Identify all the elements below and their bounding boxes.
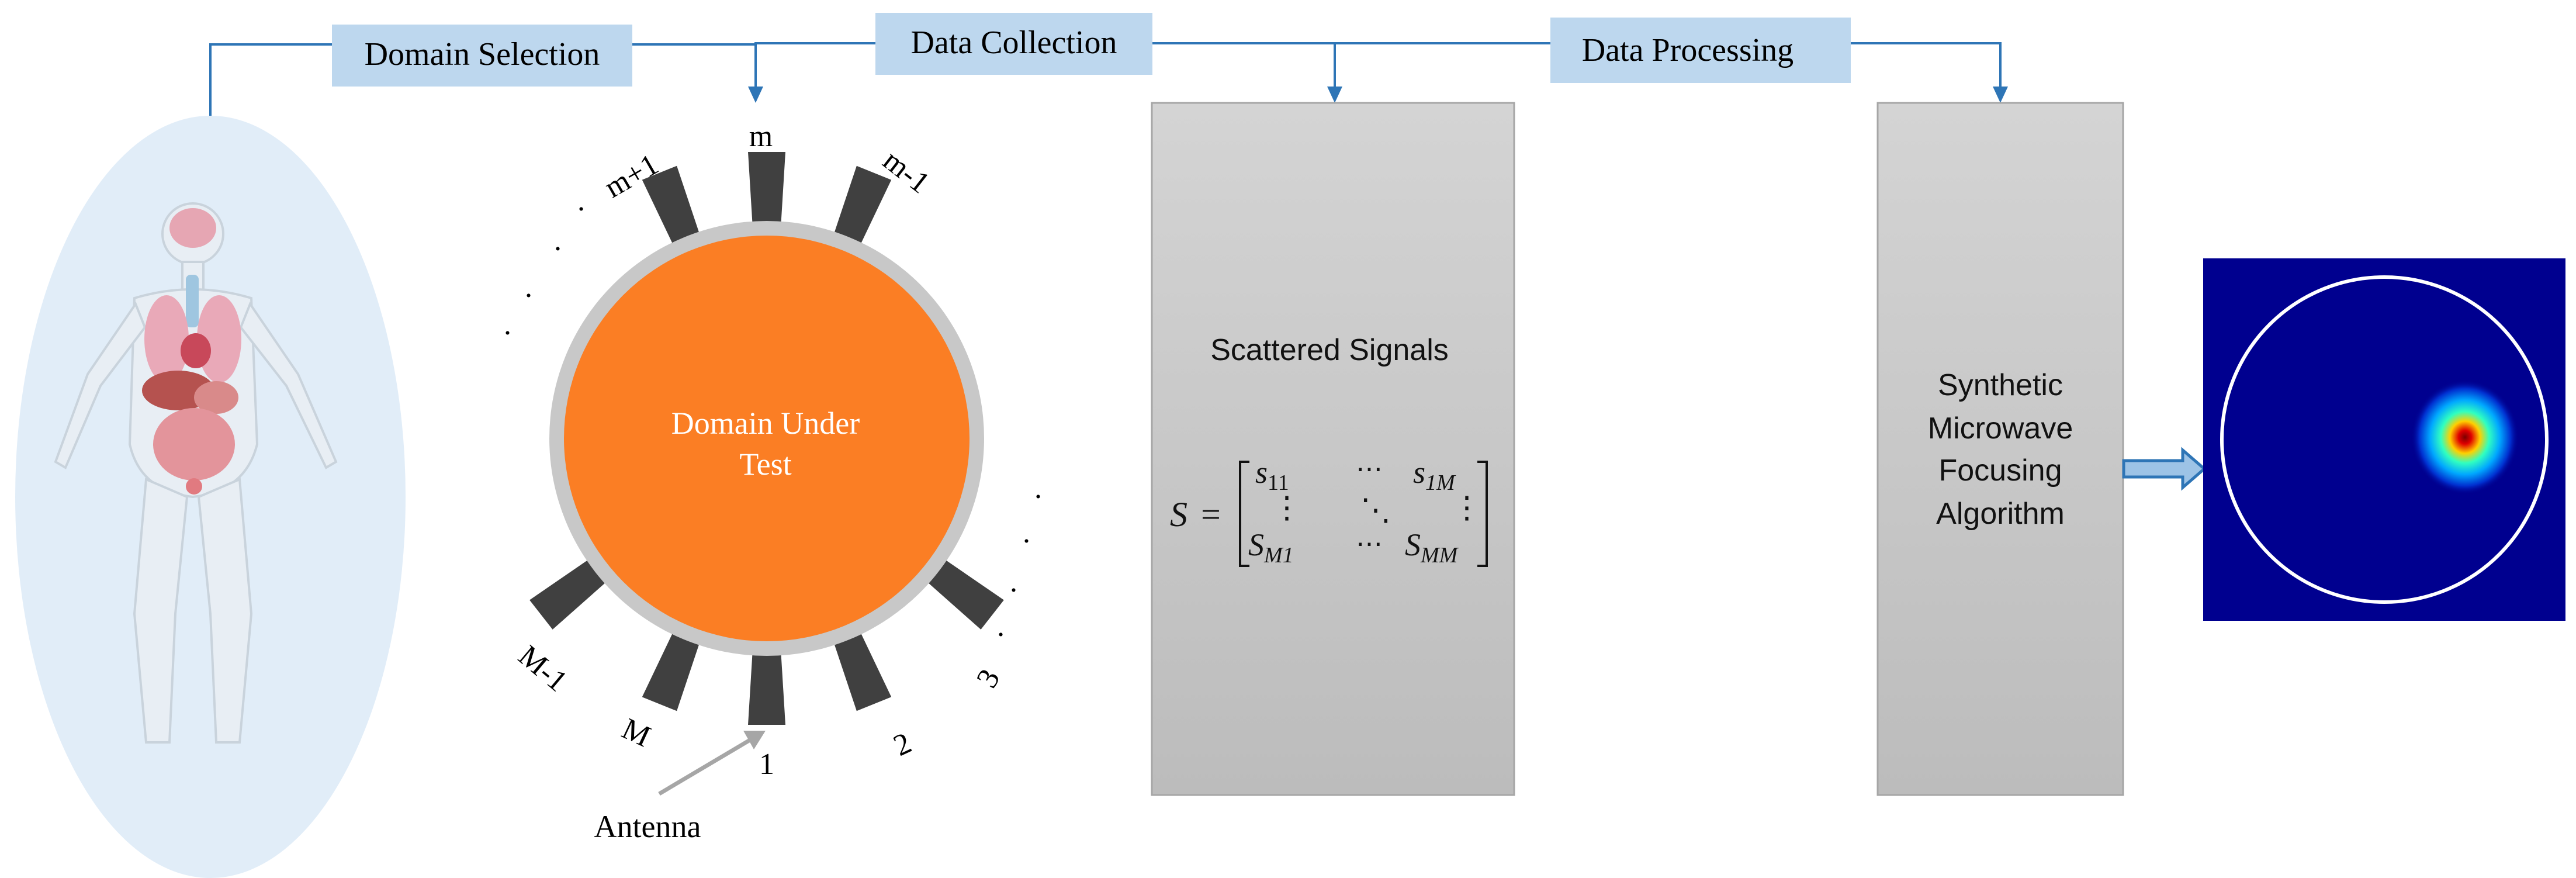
matrix-entry-s11: s11 (1255, 455, 1289, 495)
antenna-caption: Antenna (594, 809, 701, 844)
stage-label: Domain Selection (365, 36, 600, 72)
antenna-M (642, 628, 701, 711)
arrowhead-algorithm (1993, 87, 2008, 103)
antenna-pointer-arrowhead (743, 731, 766, 749)
connector-body-to-domain-selection (209, 43, 333, 116)
matrix-ddots: ⋱ (1360, 494, 1391, 527)
connector-data-collection-to-signals (1151, 42, 1336, 94)
connector-data-processing-to-algorithm (1850, 42, 2002, 94)
ellipsis-dot-upper-1: . (577, 184, 585, 217)
antenna-pointer-line (658, 735, 755, 796)
connector-to-data-collection (754, 42, 877, 44)
scattered-signals-panel: Scattered Signals S = s11 ⋯ s1M ⋮ ⋱ ⋮ SM… (1151, 102, 1515, 796)
left-leg-shape (133, 478, 189, 744)
flow-connectors (209, 42, 2002, 116)
antenna-M-minus-1 (529, 556, 610, 630)
arrowhead-signals (1327, 87, 1342, 103)
focusing-algorithm-panel: Synthetic Microwave Focusing Algorithm (1876, 102, 2124, 796)
stomach-shape (194, 381, 238, 414)
ellipsis-dot-lower-2: . (1023, 516, 1030, 549)
ellipsis-dot-upper-3: . (525, 271, 532, 304)
matrix-lhs: S (1170, 495, 1187, 534)
stage-box (875, 13, 1152, 75)
connector-domain-selection-to-antennas (631, 43, 757, 88)
domain-under-test: Domain Under Test (549, 221, 984, 656)
signals-panel-title: Scattered Signals (1210, 333, 1449, 367)
antenna-2 (832, 628, 892, 711)
matrix-equals: = (1201, 495, 1221, 534)
antenna-label-2: 2 (889, 726, 917, 763)
algorithm-panel-box (1876, 102, 2124, 796)
arrowhead-antennas (748, 87, 763, 103)
antenna-m-minus-1 (832, 165, 892, 249)
signals-panel-box (1151, 102, 1515, 796)
human-body-illustration (15, 116, 406, 878)
ellipsis-dot-lower-1: . (1034, 472, 1042, 505)
ellipsis-dot-lower-3: . (1010, 565, 1017, 599)
ellipsis-dot-upper-4: . (504, 308, 511, 341)
matrix-vdots-right: ⋮ (1452, 492, 1482, 525)
antenna-3 (923, 556, 1004, 630)
connector-arrowheads (748, 87, 2008, 103)
matrix-entry-s1M: s1M (1413, 455, 1456, 495)
matrix-entry-SMM: SMM (1405, 527, 1459, 568)
algorithm-line3: Focusing (1939, 454, 2062, 488)
matrix-right-bracket (1477, 461, 1488, 567)
matrix-entry-SM1: SM1 (1248, 527, 1294, 568)
left-lung-shape (144, 295, 189, 383)
domain-label-line2: Test (739, 447, 791, 482)
antenna-label-M-minus-1: M-1 (512, 639, 573, 698)
stage-box (1550, 18, 1851, 83)
heart-shape (181, 333, 211, 368)
stage-label: Data Collection (910, 25, 1117, 61)
antenna-label-3: 3 (970, 663, 1006, 693)
image-domain-boundary (2220, 275, 2549, 604)
algorithm-line4: Algorithm (1936, 497, 2065, 531)
matrix-hdots-bottom: ⋯ (1356, 529, 1383, 559)
ellipsis-dot-lower-4: . (997, 610, 1005, 643)
output-arrow (2122, 447, 2207, 491)
matrix-vdots-left: ⋮ (1272, 492, 1302, 525)
right-arm-shape (239, 301, 338, 469)
trachea-shape (186, 275, 199, 327)
intestines-shape (153, 408, 235, 481)
antenna-m (748, 152, 785, 228)
antenna-pointer: Antenna (594, 731, 766, 844)
stage-data-processing: Data Processing (1550, 18, 1851, 83)
domain-core (564, 236, 970, 641)
stage-data-collection: Data Collection (875, 13, 1152, 75)
stage-domain-selection: Domain Selection (332, 25, 632, 87)
scattering-matrix: S = s11 ⋯ s1M ⋮ ⋱ ⋮ SM1 ⋯ SMM (1170, 454, 1488, 568)
matrix-hdots-top: ⋯ (1356, 454, 1383, 484)
left-arm-shape (54, 301, 147, 469)
matrix-left-bracket (1239, 461, 1249, 567)
bladder-shape (186, 478, 202, 495)
antenna-label-1: 1 (759, 748, 774, 781)
algorithm-line2: Microwave (1928, 412, 2073, 445)
antenna-1 (748, 649, 785, 725)
organs (142, 208, 241, 495)
ellipsis-dot-upper-2: . (554, 224, 562, 257)
stage-box (332, 25, 632, 87)
image-hotspot (2411, 380, 2519, 495)
stage-label: Data Processing (1582, 32, 1793, 68)
antenna-ellipsis-dots: . . . . . . . . (504, 184, 1042, 643)
antenna-label-M: M (617, 712, 656, 753)
algorithm-line1: Synthetic (1938, 368, 2063, 402)
right-leg-shape (197, 478, 253, 744)
brain-shape (169, 208, 216, 248)
antenna-array (529, 152, 1004, 725)
reconstructed-image (2203, 258, 2565, 621)
domain-label-line1: Domain Under (671, 406, 860, 441)
antenna-label-m: m (749, 120, 773, 153)
antenna-m-plus-1 (642, 165, 701, 249)
